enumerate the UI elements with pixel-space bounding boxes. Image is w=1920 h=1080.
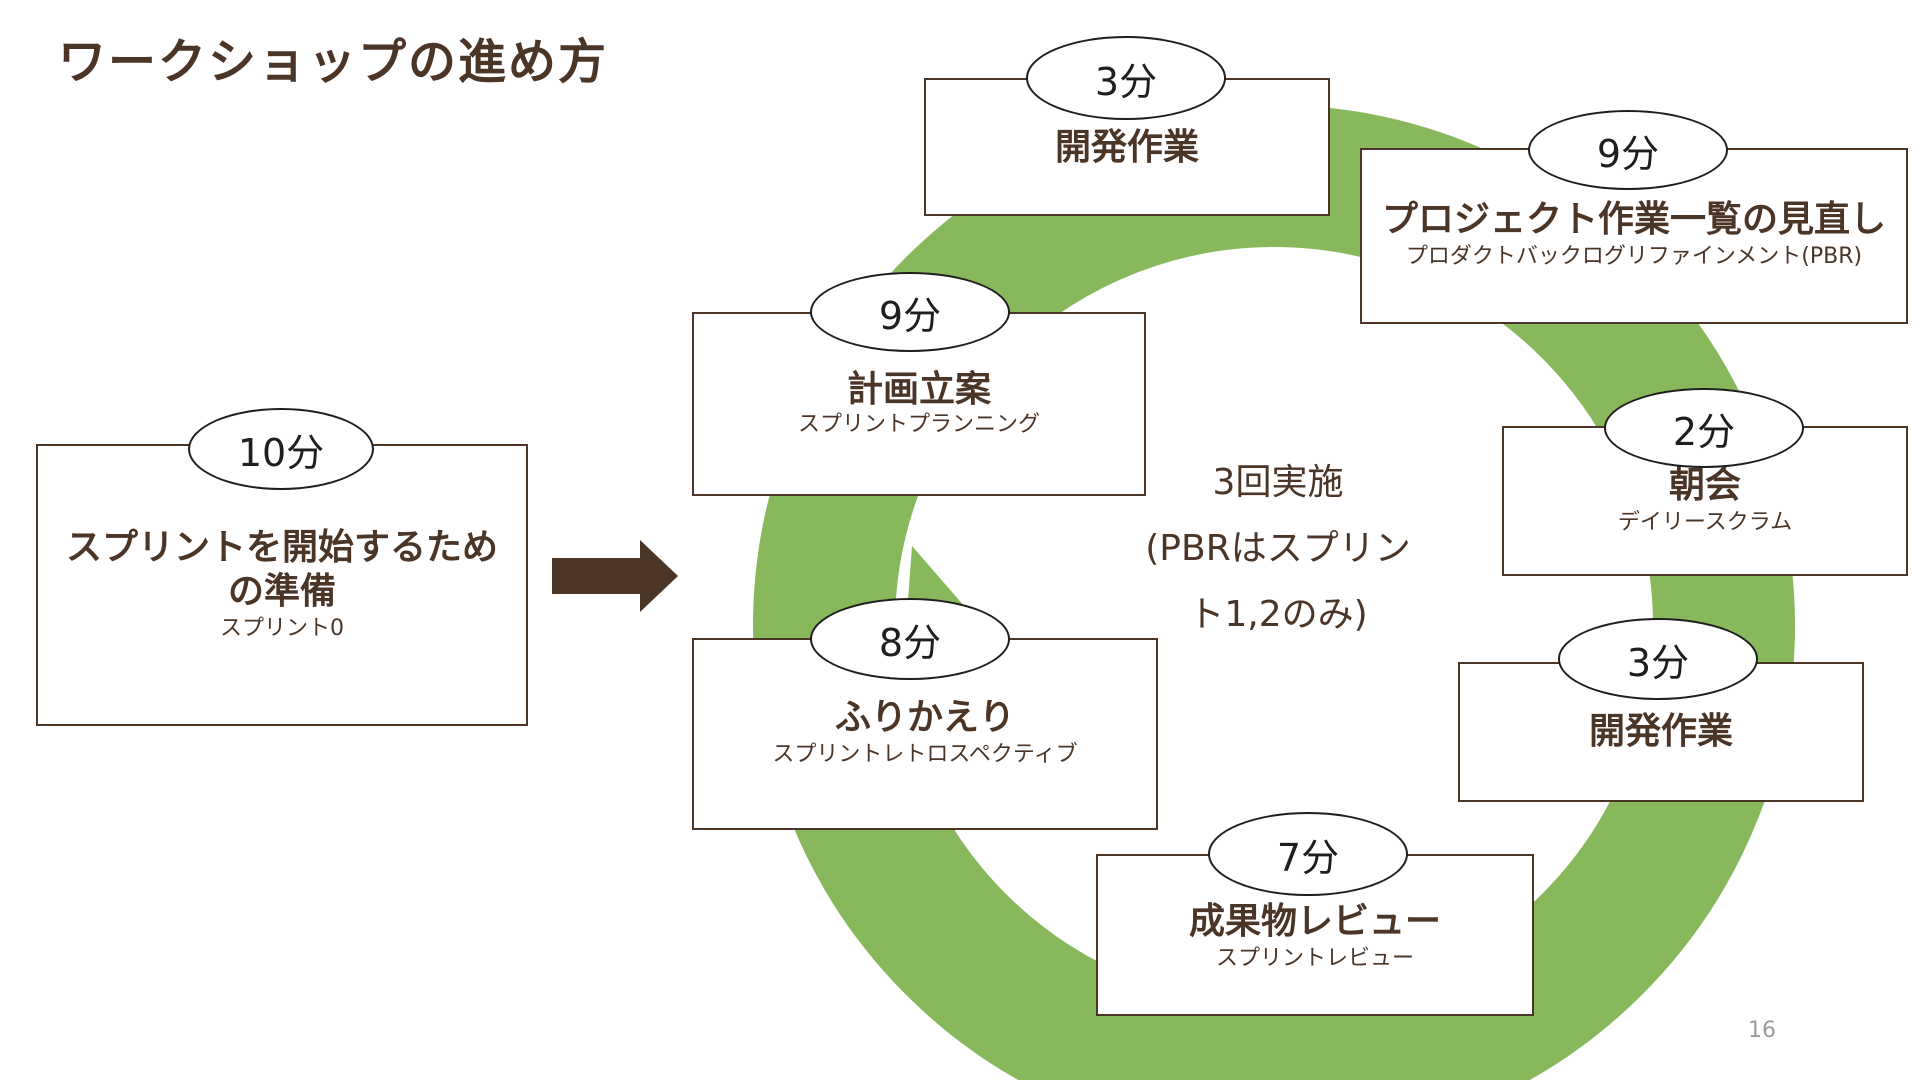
step-title-pbr: プロジェクト作業一覧の見直し <box>1381 199 1886 240</box>
step-title-retro: ふりかえり <box>834 697 1015 738</box>
slide-title: ワークショップの進め方 <box>58 34 609 90</box>
arrow-right-icon <box>552 540 678 612</box>
step-subtitle-pbr: プロダクトバックログリファインメント(PBR) <box>1405 244 1863 269</box>
center-note-line2: (PBRはスプリン <box>1145 528 1411 569</box>
time-badge-dev1: 3分 <box>1026 36 1226 120</box>
center-note-line3: ト1,2のみ) <box>1188 594 1368 635</box>
page-number: 16 <box>1748 1018 1776 1043</box>
time-badge-retro: 8分 <box>810 598 1010 680</box>
step-title-review: 成果物レビュー <box>1188 901 1441 942</box>
step-title-planning: 計画立案 <box>846 369 991 410</box>
time-badge-dev2: 3分 <box>1558 618 1758 700</box>
center-note-line1: 3回実施 <box>1212 462 1344 503</box>
time-badge-standup: 2分 <box>1604 388 1804 468</box>
step-subtitle-standup: デイリースクラム <box>1617 510 1793 535</box>
prep-box: スプリントを開始するため の準備 スプリント0 <box>36 444 528 726</box>
step-box-retro: ふりかえり スプリントレトロスペクティブ <box>692 638 1158 830</box>
step-subtitle-review: スプリントレビュー <box>1215 946 1414 971</box>
time-badge-pbr: 9分 <box>1528 110 1728 190</box>
step-title-dev1: 開発作業 <box>1054 127 1199 168</box>
step-subtitle-retro: スプリントレトロスペクティブ <box>772 742 1078 767</box>
prep-title-line2: の準備 <box>227 571 336 612</box>
step-title-dev2: 開発作業 <box>1588 711 1733 752</box>
prep-time-badge: 10分 <box>188 408 374 490</box>
step-title-standup: 朝会 <box>1668 465 1741 506</box>
center-note: 3回実施 (PBRはスプリン ト1,2のみ) <box>1128 450 1428 648</box>
prep-subtitle: スプリント0 <box>220 616 344 641</box>
time-badge-review: 7分 <box>1208 812 1408 896</box>
step-subtitle-planning: スプリントプランニング <box>797 412 1040 437</box>
prep-title-line1: スプリントを開始するため <box>65 527 498 568</box>
time-badge-planning: 9分 <box>810 272 1010 352</box>
